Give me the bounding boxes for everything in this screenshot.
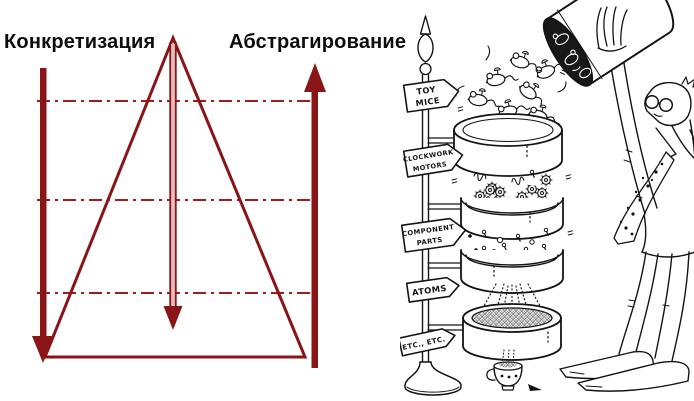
- up-arrow: [304, 63, 326, 368]
- glasses-left-lens: [644, 94, 660, 110]
- center-arrow: [163, 42, 183, 330]
- can-contents: [552, 33, 592, 79]
- sieve1-rim: [453, 113, 563, 147]
- pole-base: [404, 361, 462, 396]
- falling-parts: [453, 227, 574, 245]
- center-arrow-head: [163, 306, 183, 330]
- sign-component-parts: COMPONENT PARTS: [400, 217, 467, 253]
- cup-contents: [499, 362, 517, 368]
- leg-line-4: [671, 251, 690, 362]
- mouth: [653, 113, 663, 117]
- sign4-line1: ATOMS: [411, 283, 447, 298]
- sign1-line2: MICE: [415, 95, 441, 108]
- sign-toy-mice: TOY MICE: [402, 78, 460, 113]
- support-rods: [427, 137, 467, 331]
- sieve-atoms: [462, 303, 562, 361]
- sieve4-mesh: [471, 307, 553, 329]
- rod-3: [427, 262, 465, 269]
- sign3-shape: [400, 217, 467, 253]
- shoe-detail: [569, 371, 603, 388]
- sieve-toy-mice: [453, 113, 563, 177]
- level-lines: [37, 100, 323, 294]
- up-arrow-shaft: [311, 90, 318, 368]
- leg-line-3: [654, 253, 673, 359]
- sign-etc-etc: ETC., ETC.: [400, 328, 456, 357]
- label-concretization: Конкретизация: [4, 31, 156, 53]
- abstraction-cartoon: TOY MICE CLOCKWORK MOTORS COMPONENT PART…: [400, 0, 694, 396]
- pole-finial-knob: [417, 33, 434, 63]
- sign4-shape: [405, 276, 460, 303]
- rod-2: [427, 203, 465, 210]
- pouring-man: [559, 43, 694, 392]
- fingers: [596, 6, 628, 49]
- sieve1-rim-inner: [462, 117, 554, 143]
- sieve2-rim: [460, 197, 564, 216]
- label-abstraction: Абстрагирование: [229, 31, 407, 53]
- palm-edge: [597, 45, 627, 52]
- pole-base-rim: [406, 386, 460, 393]
- down-arrow-head: [32, 336, 54, 363]
- cup-handle: [486, 368, 496, 381]
- arm-line-1: [607, 47, 646, 215]
- down-arrow: [32, 68, 54, 363]
- bent-arm: [670, 123, 694, 159]
- pole-finial-spike: [419, 15, 432, 35]
- can-opening: [542, 17, 594, 87]
- tie-pattern: [619, 162, 664, 236]
- sieve3-rim: [460, 249, 564, 268]
- sign1-line1: TOY: [416, 84, 437, 97]
- sign-atoms: ATOMS: [405, 276, 460, 303]
- jacket-hem: [641, 251, 694, 258]
- pouring-can: [542, 0, 675, 87]
- leg-line-2: [634, 253, 659, 357]
- arm-hatch: [623, 149, 643, 199]
- torso-right: [689, 119, 694, 157]
- sign1-shape: [402, 78, 460, 113]
- triangle: [42, 34, 308, 359]
- sign-clockwork-motors: CLOCKWORK MOTORS: [402, 143, 464, 178]
- tie: [613, 151, 675, 245]
- sign5-shape: [400, 328, 456, 357]
- glasses-bridge: [657, 102, 661, 105]
- cup-foot: [501, 385, 515, 391]
- can-rim-line: [556, 9, 603, 80]
- teacup: [486, 361, 542, 391]
- down-arrow-shaft: [40, 68, 47, 340]
- hand: [596, 6, 628, 52]
- up-arrow-head: [304, 63, 326, 92]
- rod-4: [427, 324, 467, 331]
- dust-cone: [483, 283, 541, 309]
- knee-marks: [627, 299, 670, 308]
- torso-left: [641, 213, 647, 253]
- pole-finial-ball: [419, 62, 432, 76]
- spiky-hair: [681, 76, 694, 88]
- center-arrow-fill: [170, 44, 176, 308]
- leg-line-1: [618, 251, 647, 355]
- glasses-right-lens: [658, 97, 674, 113]
- tie-shape: [613, 151, 675, 245]
- sign3-line2: PARTS: [416, 236, 443, 248]
- cup-shadow: [528, 384, 542, 391]
- sign2-shape: [402, 143, 464, 178]
- head: [644, 76, 694, 127]
- abstraction-diagram: [32, 34, 326, 368]
- rod-1: [427, 137, 459, 144]
- shoe-back: [577, 360, 690, 392]
- cup-dots: [500, 374, 518, 379]
